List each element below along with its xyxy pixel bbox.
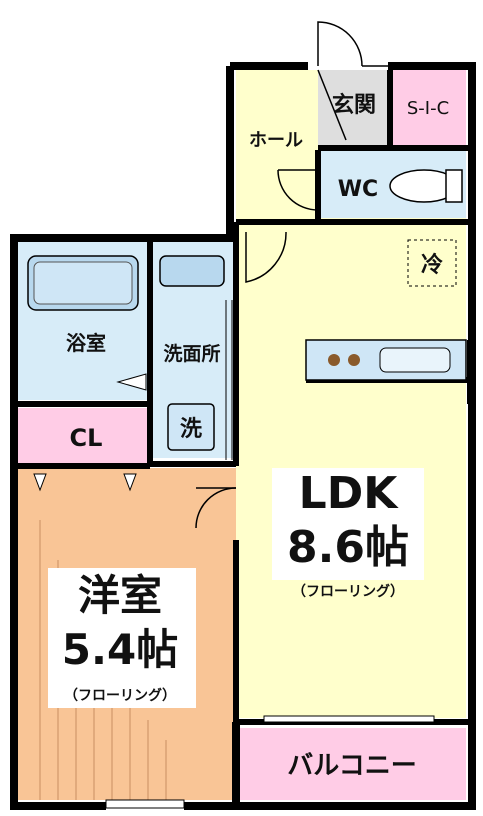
entrance-floor (318, 70, 390, 148)
sic-label: S-I-C (407, 98, 449, 119)
ldk-floor-type: （フローリング） (292, 583, 404, 600)
western-room-name: 洋室 (78, 571, 162, 620)
windows (105, 715, 435, 809)
western-label-bg (48, 568, 196, 708)
hall-label: ホール (249, 130, 303, 151)
closet-floor (18, 408, 148, 466)
bath-step-icon (116, 373, 147, 391)
walls (10, 62, 476, 810)
wc-label: WC (338, 177, 378, 202)
washer-label: 洗 (180, 417, 202, 442)
kitchen-sink (379, 347, 451, 373)
ldk-name: LDK (299, 468, 400, 519)
balcony-label: バルコニー (287, 751, 416, 781)
western-room-floor-type: （フローリング） (64, 687, 176, 704)
fridge-space (407, 239, 457, 287)
stove-burner-2-icon (348, 354, 360, 366)
sic-floor (390, 70, 466, 148)
washbasin (159, 255, 225, 287)
ldk-label-bg (272, 468, 424, 580)
toilet-tank (445, 169, 463, 203)
balcony-floor (236, 728, 466, 800)
washroom-label: 洗面所 (163, 342, 220, 365)
closet-label: CL (70, 424, 103, 452)
hall-floor (236, 70, 318, 218)
entrance-label: 玄関 (332, 92, 376, 118)
ldk-floor (236, 216, 466, 718)
entrance-door (317, 21, 388, 141)
fridge-label: 冷 (421, 252, 443, 278)
hall-doors (195, 169, 319, 529)
washroom-slider (225, 300, 233, 460)
bathtub-inner (33, 261, 133, 305)
closet-doors (33, 473, 137, 492)
bath-label: 浴室 (66, 331, 106, 355)
ldk-size: 8.6帖 (287, 522, 409, 573)
western-room-size: 5.4帖 (62, 625, 178, 674)
washer-box (167, 403, 215, 451)
stove-burner-1-icon (328, 354, 340, 366)
